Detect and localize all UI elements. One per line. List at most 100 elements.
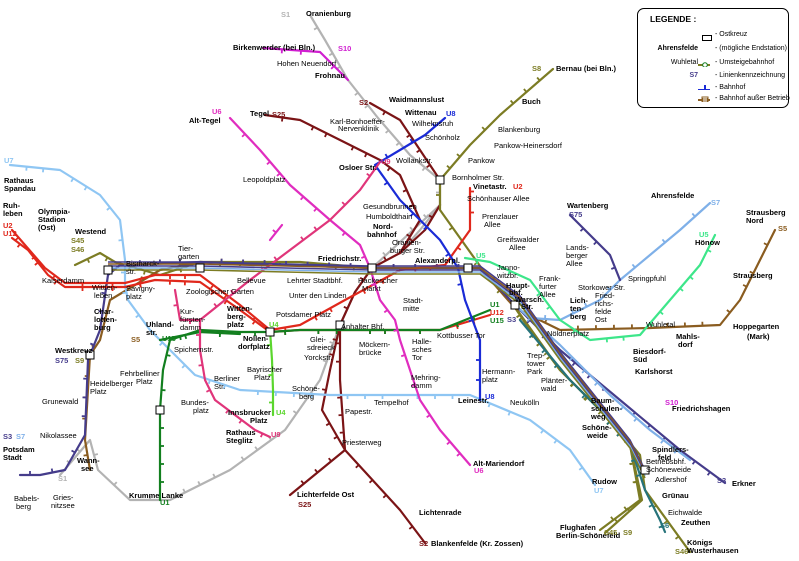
interchange-box — [640, 465, 650, 475]
station-label: Halle- — [412, 337, 432, 346]
legend-row-station: - Bahnhof — [638, 84, 788, 96]
station-label: schulen- — [591, 404, 622, 413]
station-label: Anhalter Bhf. — [341, 322, 384, 331]
station-label: Hackescher — [358, 276, 398, 285]
station-tick — [523, 88, 528, 93]
line-id-label: S2 — [359, 98, 368, 107]
station-tick — [364, 152, 368, 158]
station-tick — [354, 91, 359, 96]
station-tick — [266, 160, 271, 165]
station-tick — [272, 229, 277, 234]
station-tick — [546, 305, 551, 310]
station-tick — [509, 99, 514, 105]
station-label: Wusterhausen — [687, 546, 739, 555]
station-tick — [507, 411, 511, 416]
station-tick — [222, 384, 226, 390]
station-tick — [578, 466, 584, 471]
station-tick — [386, 166, 391, 172]
station-tick — [71, 449, 76, 454]
station-tick — [409, 237, 414, 243]
station-label: Janno- — [497, 263, 520, 272]
station-tick — [673, 449, 678, 454]
station-tick — [50, 468, 54, 473]
station-tick — [629, 462, 635, 466]
station-tick — [93, 453, 99, 456]
station-tick — [212, 473, 216, 478]
station-tick — [382, 251, 387, 257]
station-label: Priesterweg — [342, 438, 382, 447]
interchange-box — [367, 263, 377, 273]
station-label: Plänter- — [541, 376, 568, 385]
line-id-label: S3 — [507, 315, 516, 324]
station-label: Grünau — [662, 491, 689, 500]
station-tick — [691, 212, 696, 218]
route-s7-15 — [528, 201, 712, 322]
station-label: wald — [540, 384, 556, 393]
station-tick — [304, 393, 309, 398]
line-id-label: U5 — [699, 230, 709, 239]
station-tick — [581, 369, 586, 374]
station-tick — [487, 402, 491, 408]
station-label: Frohnau — [315, 71, 345, 80]
station-label: Lich- — [570, 296, 588, 305]
station-label: Baum- — [591, 396, 615, 405]
line-id-label: U1 — [490, 300, 500, 309]
station-tick — [409, 226, 414, 231]
station-tick — [197, 481, 201, 486]
station-tick — [328, 457, 332, 462]
station-tick — [225, 409, 230, 414]
interchange-box — [335, 320, 345, 330]
station-label: Blankenburg — [498, 125, 540, 134]
station-tick — [395, 239, 400, 244]
station-tick — [659, 310, 664, 315]
station-tick — [207, 379, 211, 385]
interchange-box — [265, 327, 275, 337]
station-label: Gesundbrunnen — [363, 202, 417, 211]
station-label: Nervenklinik — [338, 124, 379, 133]
station-label: see — [81, 464, 94, 473]
station-tick — [382, 111, 386, 116]
line-id-label: S6 — [660, 521, 669, 530]
station-label: Tier- — [178, 244, 194, 253]
station-tick — [468, 319, 473, 323]
station-tick — [572, 329, 576, 334]
station-tick — [328, 52, 334, 57]
station-tick — [456, 246, 462, 251]
station-tick — [570, 309, 575, 314]
station-label: Westkreuz — [55, 346, 93, 355]
station-label: Bornholmer Str. — [452, 173, 504, 182]
station-tick — [370, 283, 376, 287]
station-tick — [325, 422, 331, 427]
station-label: Nikolassee — [40, 431, 77, 440]
station-tick — [649, 322, 654, 327]
station-tick — [332, 338, 337, 341]
station-tick — [691, 460, 696, 465]
line-id-label: S75 — [55, 356, 68, 365]
station-label: str. — [146, 328, 157, 337]
station-tick — [314, 468, 319, 474]
station-tick — [213, 302, 218, 308]
station-tick — [366, 172, 371, 177]
station-tick — [329, 353, 334, 356]
station-tick — [139, 283, 142, 288]
station-tick — [526, 317, 531, 322]
station-label: Ost — [595, 315, 608, 324]
station-label: Erkner — [732, 479, 756, 488]
station-label: Fried- — [595, 291, 615, 300]
station-label: richs- — [595, 299, 614, 308]
line-id-label: S9 — [75, 356, 84, 365]
station-tick — [528, 334, 534, 339]
station-label: Nord — [746, 216, 764, 225]
station-label: Allee — [484, 220, 501, 229]
station-tick — [456, 153, 461, 158]
station-label: Blankenfelde (Kr. Zossen) — [431, 539, 524, 548]
station-label: nitzsee — [51, 501, 75, 510]
station-tick — [409, 138, 414, 143]
station-label: Wuhletal — [646, 320, 675, 329]
station-label: Potsdam — [3, 445, 35, 454]
station-tick — [341, 201, 346, 206]
station-tick — [16, 243, 21, 248]
station-tick — [661, 238, 666, 244]
interchange-box — [155, 405, 165, 415]
